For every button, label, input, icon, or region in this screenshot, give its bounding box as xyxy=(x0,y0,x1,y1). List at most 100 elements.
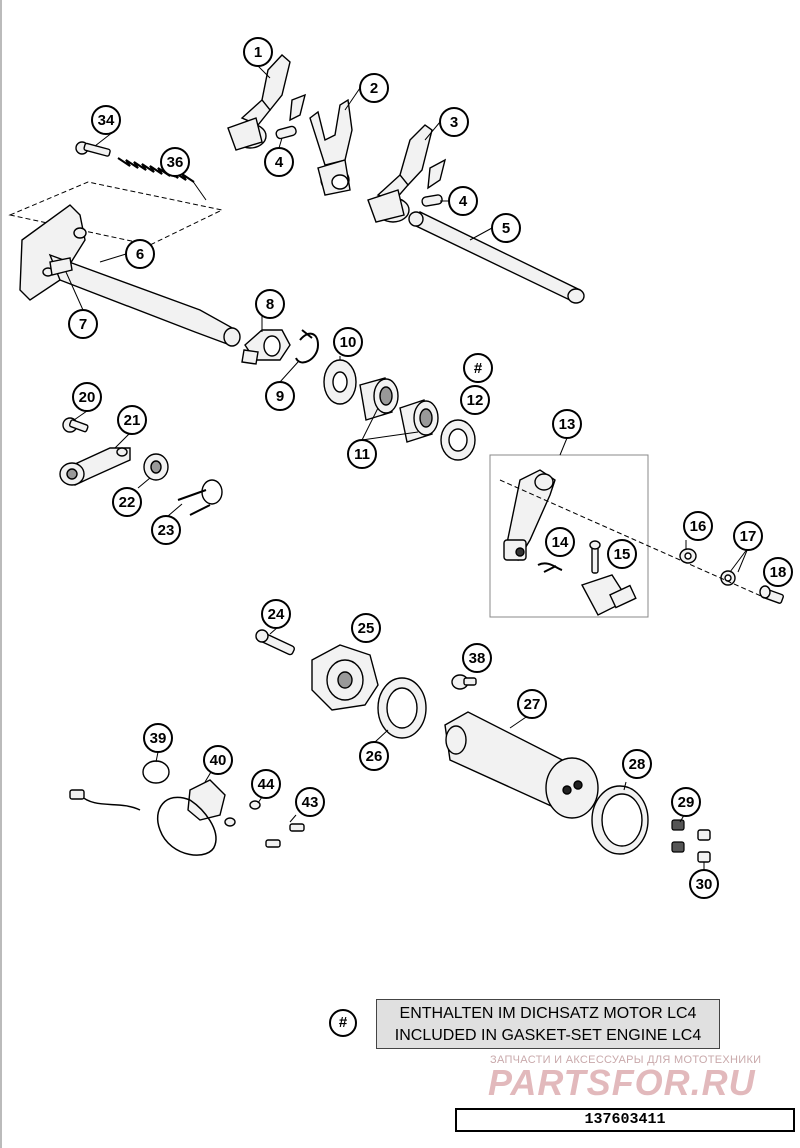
callout-10: 10 xyxy=(333,327,363,357)
svg-text:30: 30 xyxy=(696,876,713,893)
svg-text:5: 5 xyxy=(502,220,510,237)
callout-2: 2 xyxy=(359,73,389,103)
watermark-logo: PARTSFOR.RU xyxy=(488,1062,756,1103)
svg-text:40: 40 xyxy=(210,752,227,769)
svg-text:23: 23 xyxy=(158,522,175,539)
svg-text:14: 14 xyxy=(552,534,569,551)
needle-bearing-2 xyxy=(399,399,439,443)
gear-position-sensor xyxy=(69,779,226,856)
callout-1: 1 xyxy=(243,37,273,67)
shift-fork-2 xyxy=(309,98,353,196)
callout-18: 18 xyxy=(763,557,793,587)
callout-25: 25 xyxy=(351,613,381,643)
callout-23: 23 xyxy=(151,515,181,545)
callout-22: 22 xyxy=(112,487,142,517)
svg-text:22: 22 xyxy=(119,494,136,511)
svg-text:44: 44 xyxy=(258,776,275,793)
svg-text:8: 8 xyxy=(266,296,274,313)
lock-washer xyxy=(720,570,736,586)
drum-screw xyxy=(451,674,477,690)
svg-text:18: 18 xyxy=(770,564,787,581)
svg-text:17: 17 xyxy=(740,528,757,545)
svg-text:29: 29 xyxy=(678,794,695,811)
svg-text:4: 4 xyxy=(459,193,468,210)
callout-hash: # xyxy=(463,353,493,383)
svg-text:39: 39 xyxy=(150,730,167,747)
selector-bolt xyxy=(62,417,89,433)
svg-text:#: # xyxy=(474,360,483,377)
callout-15: 15 xyxy=(607,539,637,569)
callout-40: 40 xyxy=(203,745,233,775)
svg-text:16: 16 xyxy=(690,518,707,535)
shift-lever-washer xyxy=(679,548,697,564)
shift-shaft-bolt xyxy=(75,141,111,157)
legend-line-german: ENTHALTEN IM DICHSATZ MOTOR LC4 xyxy=(399,1005,697,1022)
svg-text:11: 11 xyxy=(354,446,370,463)
svg-text:6: 6 xyxy=(136,246,144,263)
svg-text:9: 9 xyxy=(276,388,284,405)
shift-rail xyxy=(408,211,585,304)
callout-8: 8 xyxy=(255,289,285,319)
svg-text:38: 38 xyxy=(469,650,486,667)
svg-text:26: 26 xyxy=(366,748,383,765)
locking-lever-roller xyxy=(143,453,169,481)
svg-text:28: 28 xyxy=(629,756,646,773)
svg-text:24: 24 xyxy=(268,606,285,623)
svg-text:15: 15 xyxy=(614,546,631,563)
callout-5: 5 xyxy=(491,213,521,243)
small-spring-clip xyxy=(537,562,563,573)
drawing-number: 137603411 xyxy=(455,1108,795,1132)
callout-24: 24 xyxy=(261,599,291,629)
callout-3: 3 xyxy=(439,107,469,137)
svg-text:10: 10 xyxy=(340,334,357,351)
shift-fork-1 xyxy=(227,54,307,151)
guide-pin-upper xyxy=(275,125,297,140)
callout-26: 26 xyxy=(359,741,389,771)
callout-28: 28 xyxy=(622,749,652,779)
shift-bolt-with-pin xyxy=(580,540,637,616)
callout-27: 27 xyxy=(517,689,547,719)
sensor-screws xyxy=(265,823,305,848)
callout-38: 38 xyxy=(462,643,492,673)
svg-text:34: 34 xyxy=(98,112,115,129)
callout-20: 20 xyxy=(72,382,102,412)
callout-34: 34 xyxy=(91,105,121,135)
callout-43: 43 xyxy=(295,787,325,817)
svg-text:1: 1 xyxy=(254,44,262,61)
svg-text:43: 43 xyxy=(302,794,319,811)
shift-detent xyxy=(241,329,291,365)
shift-lever xyxy=(503,469,556,562)
springs-and-pins xyxy=(671,819,711,863)
svg-text:2: 2 xyxy=(370,80,378,97)
callout-6: 6 xyxy=(125,239,155,269)
svg-text:27: 27 xyxy=(524,696,541,713)
watermark-caption: ЗАПЧАСТИ И АКСЕССУАРЫ ДЛЯ МОТОТЕХНИКИ xyxy=(490,1054,762,1066)
callout-7: 7 xyxy=(68,309,98,339)
callout-39: 39 xyxy=(143,723,173,753)
callout-30: 30 xyxy=(689,869,719,899)
shift-shaft xyxy=(8,181,241,347)
locking-lever xyxy=(59,447,131,486)
shift-drum xyxy=(444,711,599,819)
shift-drum-bolt xyxy=(255,629,295,656)
svg-text:7: 7 xyxy=(79,316,87,333)
shift-fork-3 xyxy=(367,124,447,223)
svg-text:21: 21 xyxy=(124,412,141,429)
torsion-spring xyxy=(177,479,223,516)
callout-36: 36 xyxy=(160,147,190,177)
callout-16: 16 xyxy=(683,511,713,541)
callout-9: 9 xyxy=(265,381,295,411)
callout-44: 44 xyxy=(251,769,281,799)
svg-text:20: 20 xyxy=(79,389,96,406)
washer xyxy=(323,359,357,405)
guide-pin-lower xyxy=(421,194,443,207)
needle-bearing-1 xyxy=(359,377,399,421)
callout-4-lower: 4 xyxy=(448,186,478,216)
drum-bearing-ring xyxy=(591,785,649,855)
o-ring xyxy=(142,760,170,784)
callout-4-upper: 4 xyxy=(264,147,294,177)
legend-hash-marker: # xyxy=(329,1009,357,1037)
callout-12: 12 xyxy=(460,385,490,415)
svg-text:25: 25 xyxy=(358,620,375,637)
